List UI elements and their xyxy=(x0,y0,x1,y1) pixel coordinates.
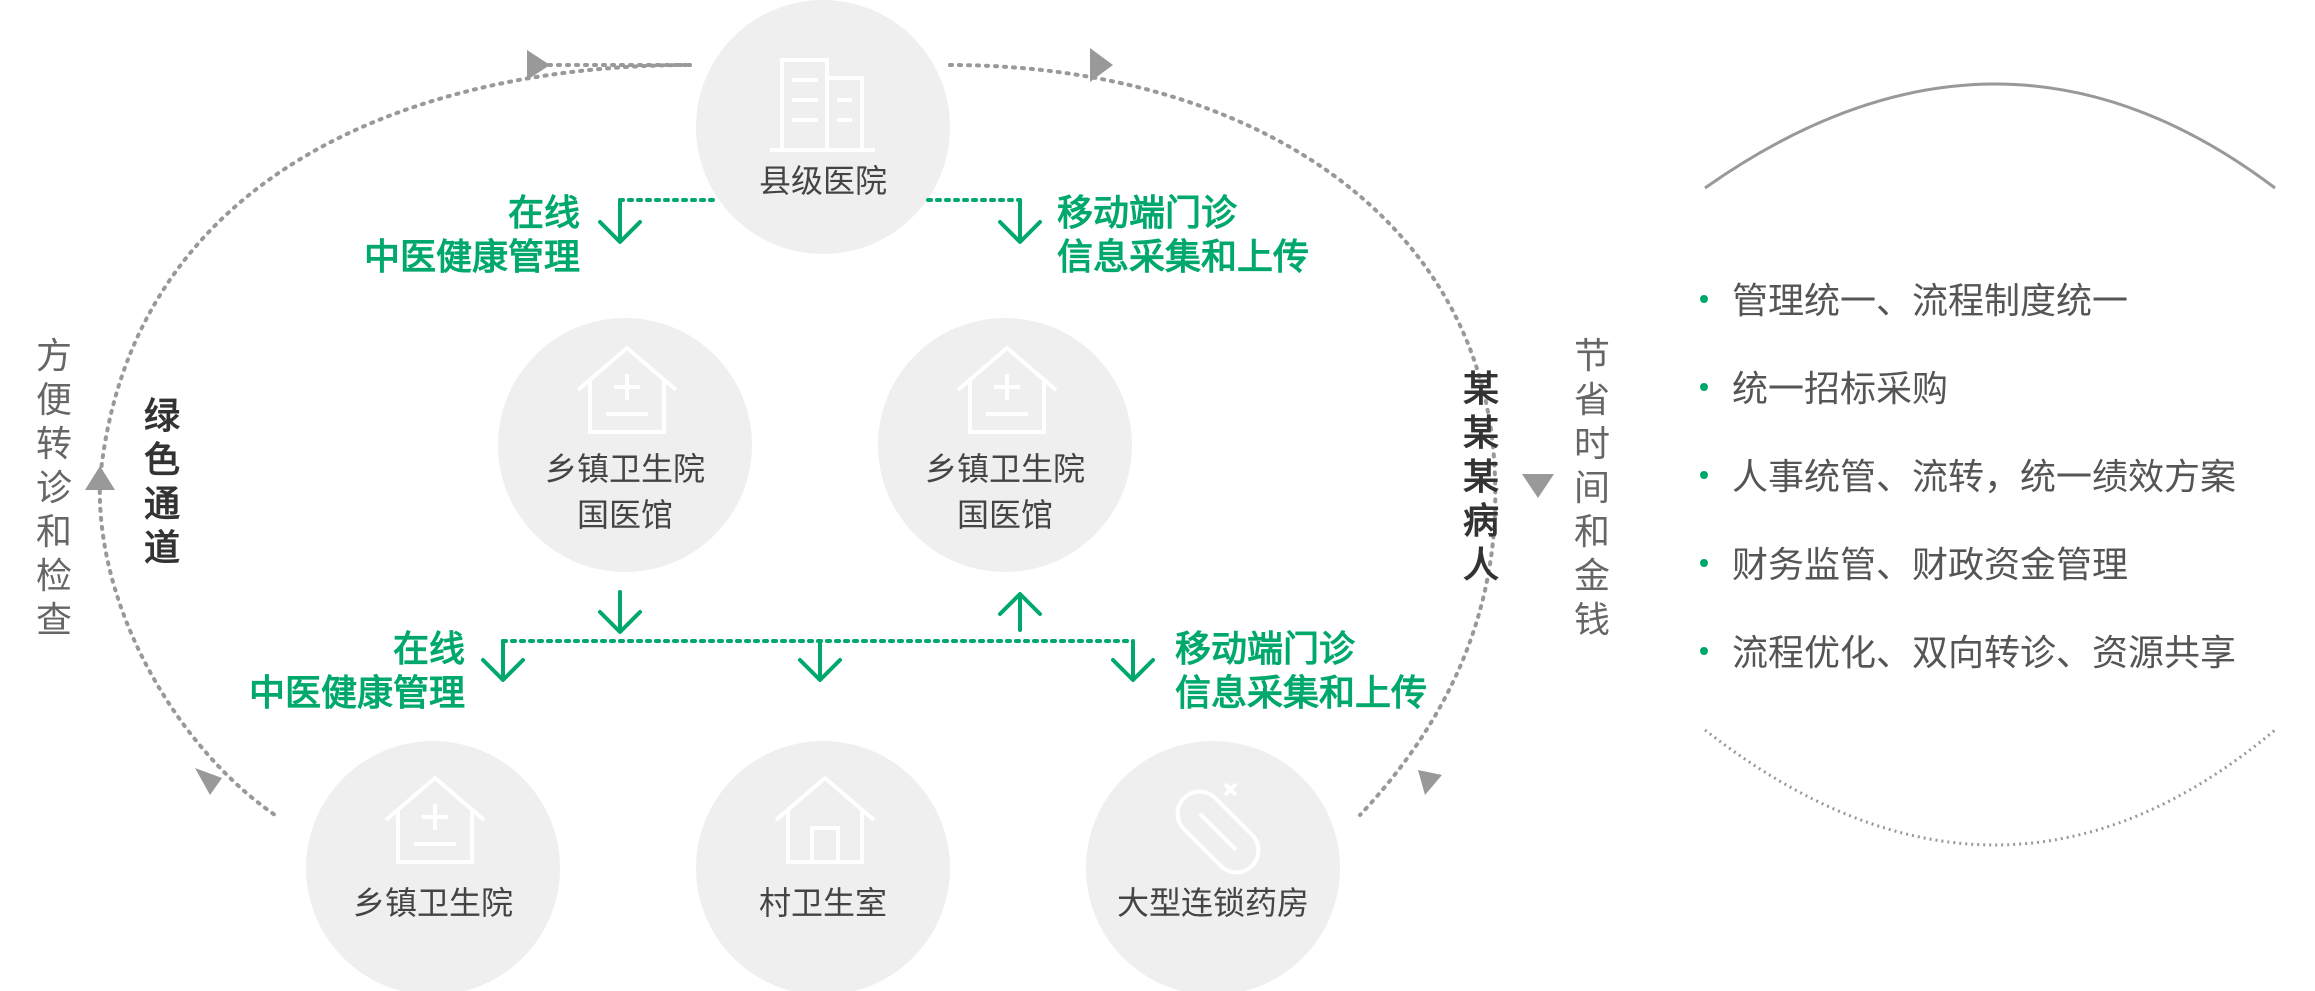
bracket-arc-bottom xyxy=(1704,728,2276,847)
arrow-left-down xyxy=(195,768,222,795)
arc-top-right xyxy=(948,63,1498,817)
arrow-left-up xyxy=(85,466,115,490)
left-inner-vertical-text: 绿色通道 xyxy=(143,396,180,569)
bullet-dot xyxy=(1700,647,1708,655)
arrow-top-left xyxy=(527,50,550,80)
bottom-right-flow-line1: 移动端门诊 xyxy=(1175,629,1356,670)
arrow-right-down xyxy=(1522,474,1554,498)
benefit-text: 财务监管、财政资金管理 xyxy=(1732,545,2129,586)
nodes xyxy=(306,0,1340,991)
top-right-flow-line1: 移动端门诊 xyxy=(1057,193,1238,234)
mid-left-node-label: 乡镇卫生院 国医馆 xyxy=(545,446,705,538)
left-outer-vertical-text: 方便转诊和检查 xyxy=(35,336,72,641)
green-connectors xyxy=(481,198,1155,682)
arrow-down-bottom-left xyxy=(481,639,525,682)
arrow-down-top-right xyxy=(998,198,1042,244)
bottom-right-flow-label: 移动端门诊 信息采集和上传 xyxy=(1175,628,1427,716)
mid-right-node-label: 乡镇卫生院 国医馆 xyxy=(925,446,1085,538)
bottom-left-flow-label: 在线 中医健康管理 xyxy=(249,628,465,716)
bottom-left-flow-line1: 在线 xyxy=(392,629,465,670)
outer-loop-arrows xyxy=(85,48,1554,795)
arrow-down-bottom-right xyxy=(1111,639,1155,682)
arrow-up-mid-right xyxy=(998,592,1042,632)
house-cross-icon xyxy=(956,345,1058,434)
bottom-right-node-label: 大型连锁药房 xyxy=(1116,884,1310,922)
house-cross-icon xyxy=(576,345,678,434)
arrow-down-bottom-center xyxy=(798,639,842,682)
bracket-arc-top xyxy=(1704,82,2276,190)
arrow-right-lower xyxy=(1418,770,1442,795)
bottom-left-flow-line2: 中医健康管理 xyxy=(248,673,465,714)
benefit-text: 流程优化、双向转诊、资源共享 xyxy=(1732,633,2237,674)
node-village-clinic xyxy=(696,741,950,991)
bullet-dot xyxy=(1700,471,1708,479)
node-township-bottom xyxy=(306,741,560,991)
bullet-dot xyxy=(1700,295,1708,303)
house-icon xyxy=(774,775,876,864)
top-right-flow-label: 移动端门诊 信息采集和上传 xyxy=(1057,192,1309,280)
right-inner-vertical-text: 某某某病人 xyxy=(1462,369,1499,586)
benefits-bracket xyxy=(1704,82,2276,847)
mid-left-node-line1: 乡镇卫生院 xyxy=(544,450,706,488)
node-township-mid-left xyxy=(498,318,752,572)
benefit-text: 统一招标采购 xyxy=(1732,369,1949,410)
benefit-text: 管理统一、流程制度统一 xyxy=(1732,281,2129,322)
top-left-flow-line1: 在线 xyxy=(507,193,580,234)
arrow-down-top-left xyxy=(598,198,642,244)
benefit-item: 流程优化、双向转诊、资源共享 xyxy=(1700,624,2236,676)
top-left-flow-line2: 中医健康管理 xyxy=(363,237,580,278)
benefit-item: 统一招标采购 xyxy=(1700,360,1948,412)
mid-right-node-line2: 国医馆 xyxy=(956,496,1054,534)
bullet-dot xyxy=(1700,559,1708,567)
mid-right-node-line1: 乡镇卫生院 xyxy=(924,450,1086,488)
mid-left-node-line2: 国医馆 xyxy=(576,496,674,534)
node-pharmacy xyxy=(1086,741,1340,991)
benefit-item: 人事统管、流转，统一绩效方案 xyxy=(1700,448,2236,500)
right-outer-vertical-text: 节省时间和金钱 xyxy=(1573,336,1610,641)
outer-loop-arcs xyxy=(97,63,1498,817)
benefit-item: 管理统一、流程制度统一 xyxy=(1700,272,2128,324)
arc-top-left xyxy=(97,63,692,817)
bottom-left-node-label: 乡镇卫生院 xyxy=(352,884,514,922)
benefit-item: 财务监管、财政资金管理 xyxy=(1700,536,2128,588)
bullet-dot xyxy=(1700,383,1708,391)
benefit-text: 人事统管、流转，统一绩效方案 xyxy=(1732,457,2237,498)
node-county-hospital xyxy=(696,0,950,254)
house-cross-icon xyxy=(384,775,486,864)
node-township-mid-right xyxy=(878,318,1132,572)
bottom-right-flow-line2: 信息采集和上传 xyxy=(1175,673,1428,714)
top-right-flow-line2: 信息采集和上传 xyxy=(1057,237,1310,278)
bottom-center-node-label: 村卫生室 xyxy=(758,884,888,922)
top-left-flow-label: 在线 中医健康管理 xyxy=(364,192,580,280)
building-icon xyxy=(770,58,875,152)
arrow-top-right xyxy=(1090,48,1113,82)
pill-icon xyxy=(1175,782,1261,875)
arrow-down-mid-left xyxy=(598,590,642,634)
county-hospital-label: 县级医院 xyxy=(758,162,888,200)
